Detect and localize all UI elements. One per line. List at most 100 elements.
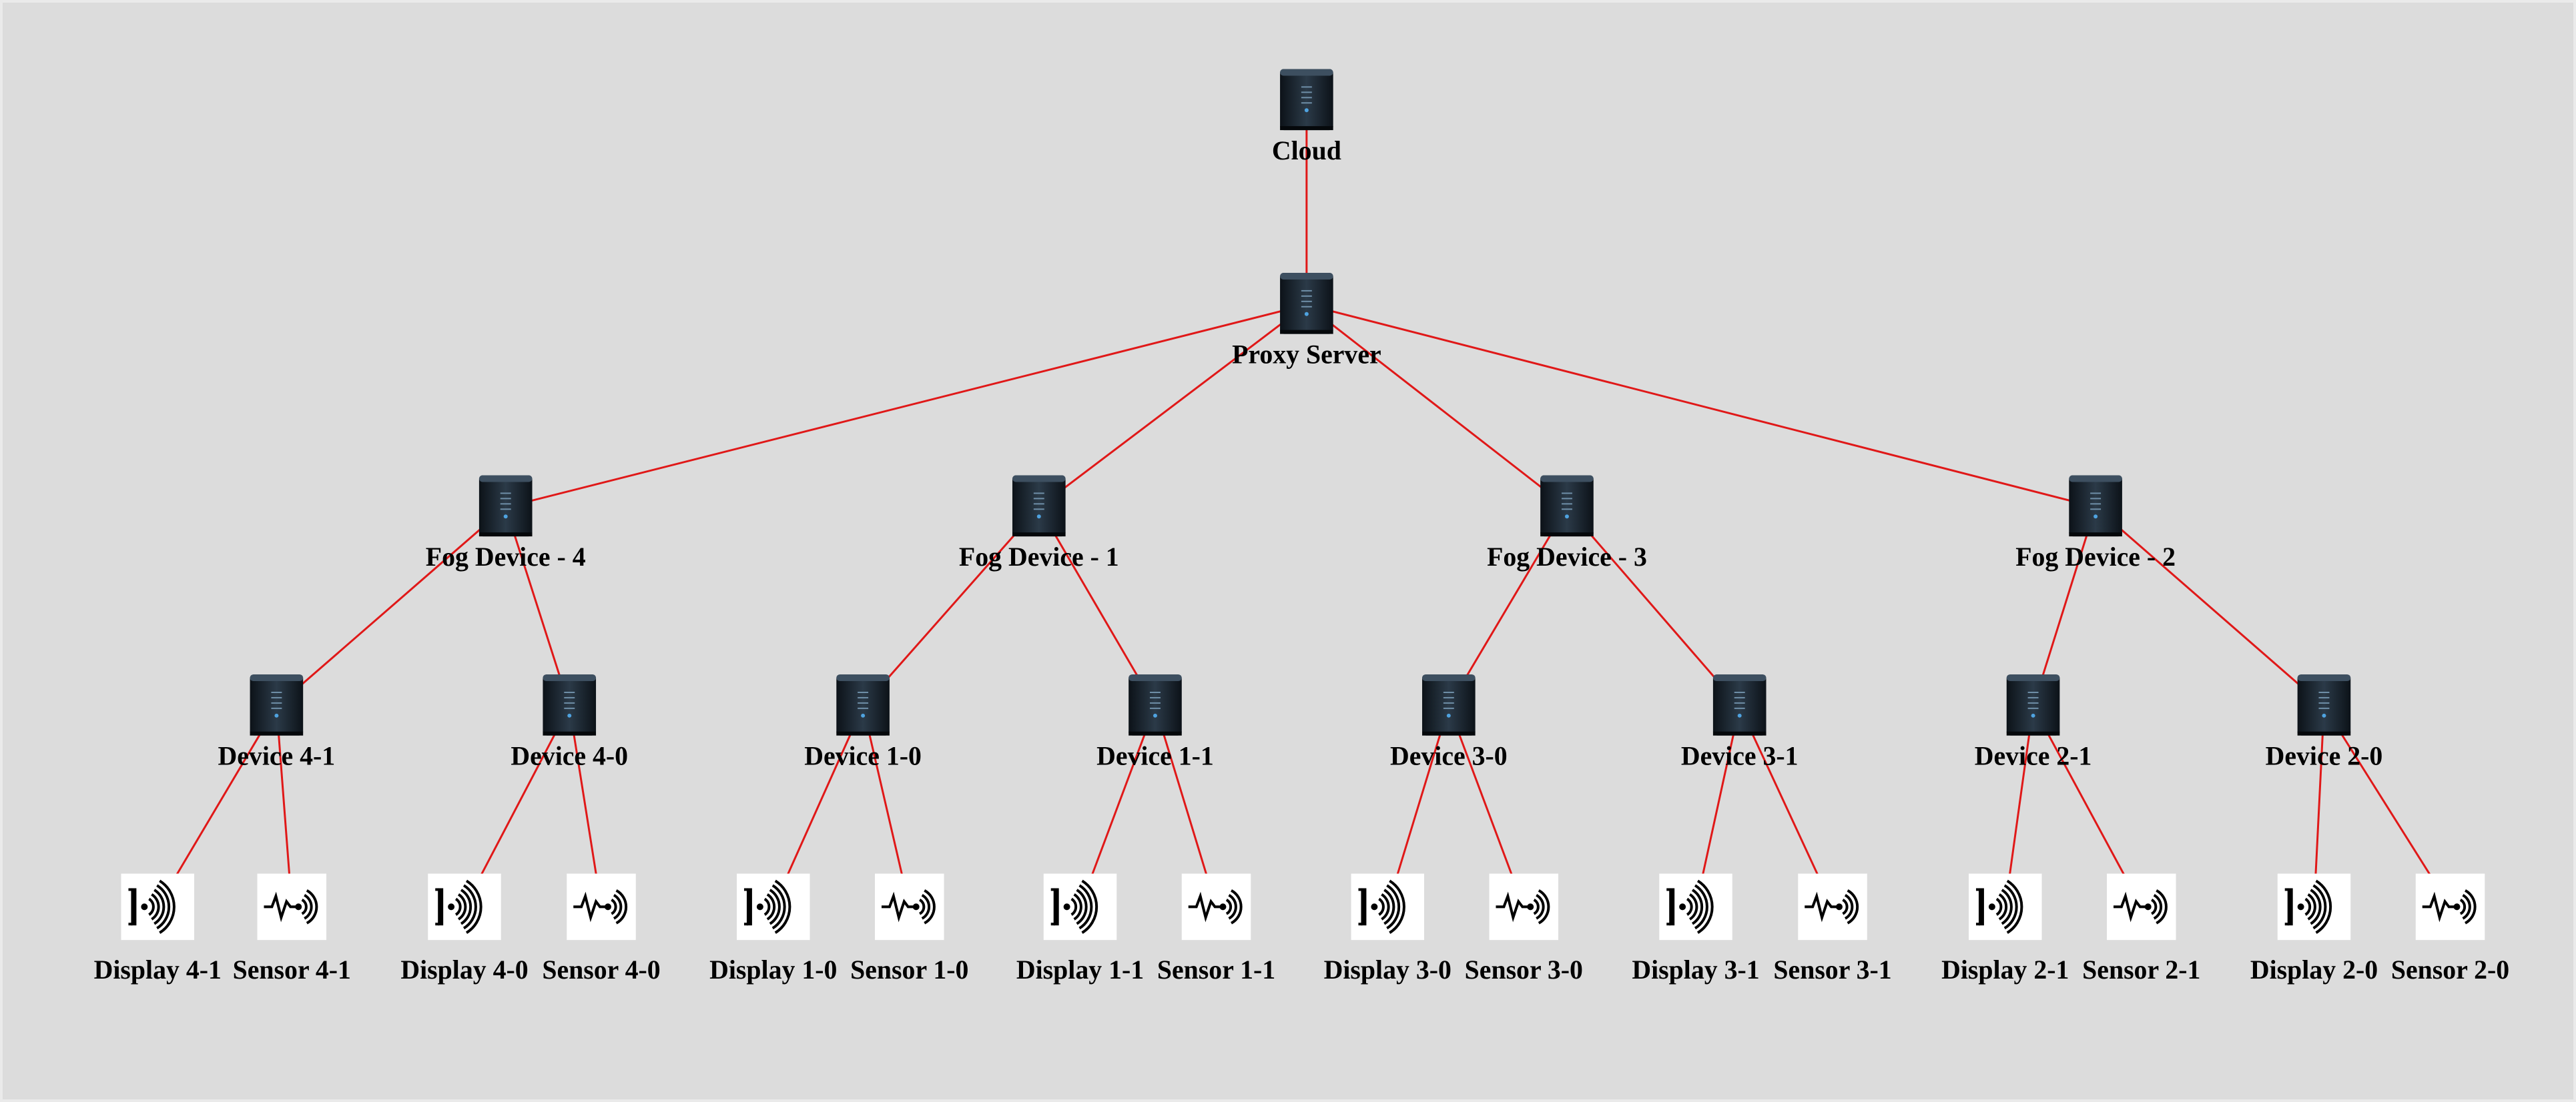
link-fog4-dev40: [505, 506, 571, 707]
node-dev11: Device 1-1: [1096, 674, 1214, 770]
node-label: Fog Device - 2: [2015, 542, 2176, 572]
node-label: Sensor 1-0: [850, 955, 968, 985]
link-dev40-disp40: [463, 706, 571, 908]
node-label: Fog Device - 1: [959, 542, 1119, 572]
node-label: Cloud: [1272, 136, 1341, 165]
node-disp40: Display 4-0: [400, 873, 529, 985]
node-sens21: Sensor 2-1: [2082, 873, 2200, 985]
link-dev20-disp20: [2313, 706, 2325, 907]
node-dev21: Device 2-1: [1975, 674, 2092, 770]
link-fog3-dev31: [1566, 506, 1740, 707]
node-label: Fog Device - 3: [1487, 542, 1647, 572]
link-dev30-disp30: [1386, 706, 1450, 907]
link-fog1-dev11: [1038, 506, 1157, 707]
node-disp31: Display 3-1: [1632, 873, 1760, 985]
node-disp11: Display 1-1: [1016, 873, 1144, 985]
node-label: Display 3-0: [1324, 955, 1452, 985]
server-icon: [543, 674, 597, 736]
node-sens30: Sensor 3-0: [1465, 873, 1583, 985]
link-dev30-sens30: [1447, 706, 1525, 907]
node-dev10: Device 1-0: [804, 674, 922, 770]
node-fog4: Fog Device - 4: [426, 475, 586, 572]
links: [156, 101, 2451, 908]
node-label: Device 3-1: [1681, 741, 1799, 770]
display-icon: [1969, 873, 2042, 941]
display-icon: [1043, 873, 1117, 941]
node-dev30: Device 3-0: [1390, 674, 1508, 770]
link-dev40-sens40: [568, 706, 603, 907]
node-proxy: Proxy Server: [1232, 273, 1381, 369]
node-dev40: Device 4-0: [511, 674, 628, 770]
node-sens40: Sensor 4-0: [542, 873, 661, 985]
link-dev11-disp11: [1079, 706, 1157, 907]
node-disp30: Display 3-0: [1324, 873, 1452, 985]
node-label: Sensor 2-1: [2082, 955, 2200, 985]
node-label: Display 3-1: [1632, 955, 1759, 985]
server-icon: [1129, 674, 1182, 736]
node-label: Fog Device - 4: [426, 542, 586, 572]
node-dev31: Device 3-1: [1681, 674, 1799, 770]
server-icon: [478, 475, 533, 537]
display-icon: [737, 873, 810, 941]
node-fog3: Fog Device - 3: [1487, 475, 1647, 572]
sensor-icon: [2107, 873, 2176, 941]
server-icon: [2297, 674, 2351, 736]
node-label: Display 1-1: [1016, 955, 1144, 985]
node-sens41: Sensor 4-1: [233, 873, 351, 985]
node-label: Sensor 1-1: [1157, 955, 1275, 985]
node-label: Display 4-1: [94, 955, 222, 985]
link-dev10-sens10: [862, 706, 911, 907]
node-label: Device 1-1: [1096, 741, 1214, 770]
display-icon: [1659, 873, 1732, 941]
link-dev20-sens20: [2323, 706, 2451, 908]
node-label: Display 4-0: [400, 955, 528, 985]
node-label: Sensor 3-0: [1465, 955, 1583, 985]
link-dev11-sens11: [1154, 706, 1217, 907]
server-icon: [2069, 475, 2122, 537]
link-dev31-sens31: [1738, 706, 1834, 908]
node-label: Display 1-0: [709, 955, 837, 985]
link-fog3-dev30: [1447, 506, 1568, 707]
server-icon: [250, 674, 304, 736]
node-label: Display 2-0: [2250, 955, 2378, 985]
sensor-icon: [1798, 873, 1867, 941]
sensor-icon: [2415, 873, 2485, 941]
sensor-icon: [257, 873, 327, 941]
node-label: Device 2-0: [2266, 741, 2383, 770]
link-dev41-sens41: [275, 706, 293, 907]
display-icon: [2277, 873, 2351, 941]
node-label: Sensor 2-0: [2391, 955, 2509, 985]
link-proxy-fog3: [1305, 304, 1568, 508]
display-icon: [428, 873, 501, 941]
link-dev41-disp41: [156, 706, 278, 908]
link-dev31-disp31: [1694, 706, 1741, 907]
link-proxy-fog4: [505, 304, 1307, 508]
link-proxy-fog2: [1306, 304, 2096, 508]
link-fog1-dev10: [862, 506, 1040, 707]
node-disp10: Display 1-0: [709, 873, 837, 985]
node-fog2: Fog Device - 2: [2015, 475, 2176, 572]
node-label: Device 2-1: [1975, 741, 2092, 770]
node-sens10: Sensor 1-0: [850, 873, 968, 985]
node-disp20: Display 2-0: [2250, 873, 2378, 985]
node-disp41: Display 4-1: [94, 873, 222, 985]
server-icon: [1422, 674, 1476, 736]
node-label: Device 4-1: [218, 741, 336, 770]
node-sens11: Sensor 1-1: [1157, 873, 1275, 985]
sensor-icon: [1489, 873, 1559, 941]
link-dev21-sens21: [2032, 706, 2143, 908]
sensor-icon: [567, 873, 636, 941]
sensor-icon: [1181, 873, 1251, 941]
node-label: Proxy Server: [1232, 340, 1381, 369]
link-fog2-dev20: [2095, 506, 2325, 707]
node-label: Device 4-0: [511, 741, 628, 770]
display-icon: [121, 873, 194, 941]
server-icon: [836, 674, 890, 736]
link-fog2-dev21: [2032, 506, 2097, 707]
server-icon: [1540, 475, 1594, 537]
link-dev21-disp21: [2004, 706, 2035, 907]
node-label: Device 3-0: [1390, 741, 1508, 770]
link-dev10-disp10: [772, 706, 864, 908]
display-icon: [1351, 873, 1425, 941]
